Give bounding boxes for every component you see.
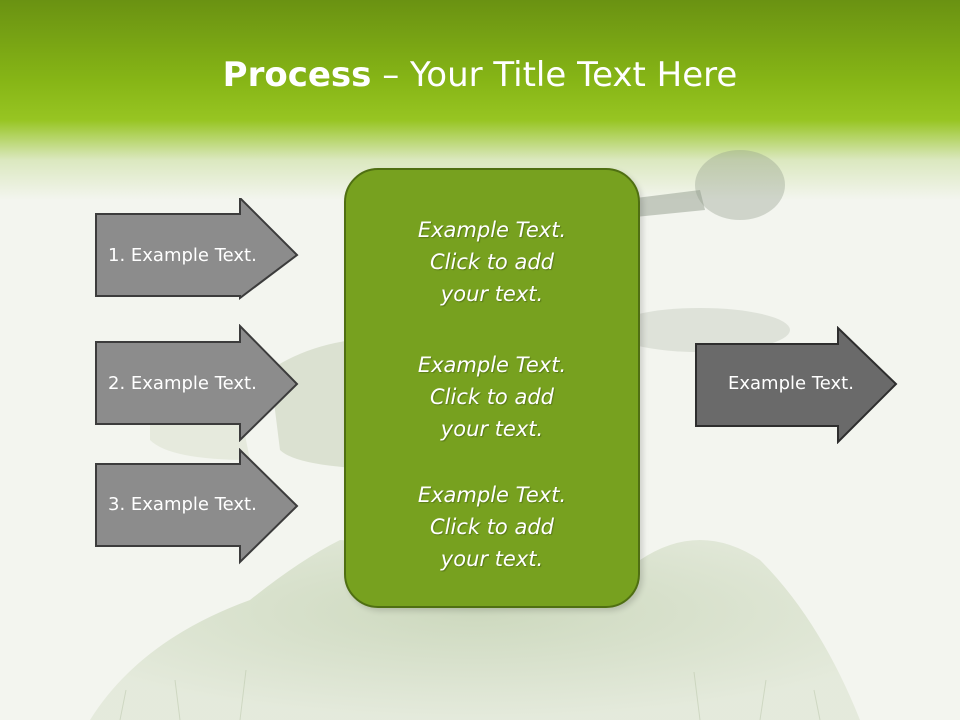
center-block-3: Example Text. Click to add your text. <box>346 479 638 575</box>
title-rest: Your Title Text Here <box>410 55 738 95</box>
left-arrow-3-label: 3. Example Text. <box>108 494 257 515</box>
center-block-2: Example Text. Click to add your text. <box>346 349 638 445</box>
center-block-3-line2: Click to add <box>429 515 554 539</box>
center-block-2-line3: your text. <box>440 417 544 441</box>
center-block-2-line2: Click to add <box>429 385 554 409</box>
left-arrow-1-label: 1. Example Text. <box>108 245 257 266</box>
center-block-1: Example Text. Click to add your text. <box>346 214 638 310</box>
center-block-2-line1: Example Text. <box>417 353 567 377</box>
title-bold: Process <box>222 55 372 95</box>
title-banner <box>0 0 960 200</box>
title-dash: – <box>371 55 411 95</box>
right-arrow-label: Example Text. <box>728 373 854 394</box>
center-block-1-line2: Click to add <box>429 250 554 274</box>
left-arrow-3[interactable] <box>94 448 300 566</box>
center-block-1-line1: Example Text. <box>417 218 567 242</box>
center-content-box[interactable]: Example Text. Click to add your text. Ex… <box>344 168 640 608</box>
left-arrow-1[interactable] <box>94 198 300 300</box>
right-arrow[interactable] <box>694 326 900 444</box>
center-block-3-line3: your text. <box>440 547 544 571</box>
center-block-3-line1: Example Text. <box>417 483 567 507</box>
page-title: Process – Your Title Text Here <box>0 52 960 98</box>
center-block-1-line3: your text. <box>440 282 544 306</box>
left-arrow-2[interactable] <box>94 324 300 442</box>
left-arrow-2-label: 2. Example Text. <box>108 373 257 394</box>
